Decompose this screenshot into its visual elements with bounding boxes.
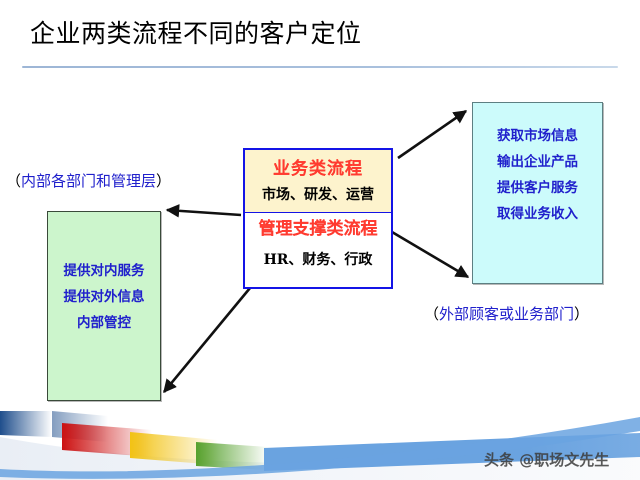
- internal-customer-lines: 提供对内服务 提供对外信息 内部管控: [48, 258, 160, 336]
- external-customer-box[interactable]: 获取市场信息 输出企业产品 提供客户服务 取得业务收入: [472, 102, 603, 284]
- caption-open-paren: （: [424, 305, 440, 323]
- footer-decoration: [0, 411, 640, 480]
- management-support-process-box[interactable]: 管理支撑类流程 HR、财务、行政: [243, 212, 393, 289]
- list-item: 输出企业产品: [497, 154, 578, 170]
- bar-green: [196, 442, 268, 470]
- title-divider: [22, 66, 618, 68]
- external-customer-caption: （外部顾客或业务部门）: [424, 303, 589, 324]
- list-item: 提供对内服务: [63, 263, 145, 279]
- list-item: 获取市场信息: [497, 128, 578, 144]
- caption-text: 内部各部门和管理层: [21, 172, 157, 190]
- arrow-to-right-box-top: [397, 109, 468, 160]
- caption-close-paren: ）: [574, 305, 590, 323]
- internal-customer-caption: （内部各部门和管理层）: [6, 170, 171, 191]
- internal-customer-box[interactable]: 提供对内服务 提供对外信息 内部管控: [47, 211, 161, 401]
- watermark-text: 头条 @职场文先生: [484, 451, 610, 469]
- management-support-heading: 管理支撑类流程: [258, 219, 378, 239]
- business-process-heading: 业务类流程: [273, 159, 363, 179]
- caption-text: 外部顾客或业务部门: [439, 305, 575, 323]
- arrow-to-left-box-bottom: [162, 287, 252, 394]
- external-customer-lines: 获取市场信息 输出企业产品 提供客户服务 取得业务收入: [473, 123, 602, 227]
- arrow-to-left-box-top: [165, 204, 242, 218]
- bar-red: [62, 423, 152, 457]
- arrow-to-right-box-bottom: [391, 230, 470, 279]
- footer-soft-sweep: [0, 437, 640, 480]
- caption-open-paren: （: [6, 172, 22, 190]
- footer-ribbon: [0, 417, 640, 479]
- list-item: 内部管控: [77, 315, 131, 331]
- bar-navy: [0, 411, 52, 437]
- business-process-subtitle: 市场、研发、运营: [262, 187, 374, 203]
- business-process-box[interactable]: 业务类流程 市场、研发、运营: [243, 148, 393, 213]
- list-item: 提供客户服务: [497, 180, 578, 196]
- list-item: 提供对外信息: [63, 289, 145, 305]
- caption-close-paren: ）: [156, 172, 172, 190]
- page-title: 企业两类流程不同的客户定位: [30, 19, 362, 48]
- list-item: 取得业务收入: [497, 206, 578, 222]
- management-support-subtitle: HR、财务、行政: [263, 252, 373, 268]
